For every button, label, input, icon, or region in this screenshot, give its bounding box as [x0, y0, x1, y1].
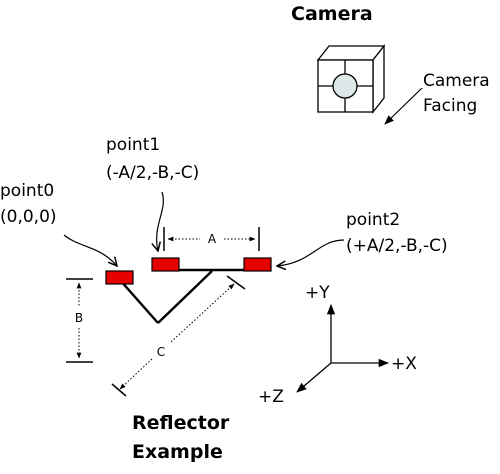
- camera-facing-label-line1: Camera: [423, 71, 490, 91]
- point0-coords: (0,0,0): [0, 207, 57, 227]
- dimension-b-label: B: [75, 311, 83, 325]
- point2-coords: (+A/2,-B,-C): [346, 236, 448, 256]
- reflector-caption-line2: Example: [132, 441, 223, 463]
- axes-icon: [296, 303, 390, 393]
- point1-name: point1: [106, 135, 160, 155]
- point0-marker: [105, 270, 134, 285]
- camera-title: Camera: [291, 3, 373, 25]
- dimension-c-label: C: [157, 345, 165, 359]
- dimension-b: [66, 278, 93, 363]
- axis-x-label: +X: [391, 354, 417, 374]
- reflector-caption-line1: Reflector: [132, 412, 230, 434]
- point2-marker: [243, 257, 272, 272]
- camera-facing-label-line2: Facing: [423, 96, 477, 116]
- dimension-a-label: A: [208, 232, 217, 246]
- camera-cube-icon: [316, 44, 386, 114]
- lens-icon: [332, 73, 358, 99]
- reflector-shape: [119, 268, 270, 324]
- axis-y-label: +Y: [305, 283, 330, 303]
- point0-name: point0: [0, 181, 54, 201]
- point1-marker: [151, 257, 180, 272]
- axis-z-label: +Z: [258, 387, 284, 407]
- point2-leader-arrow: [277, 239, 345, 266]
- dimension-a: [163, 227, 260, 251]
- camera-facing-arrow: [384, 87, 423, 125]
- point2-name: point2: [346, 210, 400, 230]
- point1-coords: (-A/2,-B,-C): [106, 163, 199, 183]
- point1-leader-arrow: [157, 191, 164, 251]
- point0-leader-arrow: [63, 234, 117, 266]
- dimension-c: [111, 275, 246, 397]
